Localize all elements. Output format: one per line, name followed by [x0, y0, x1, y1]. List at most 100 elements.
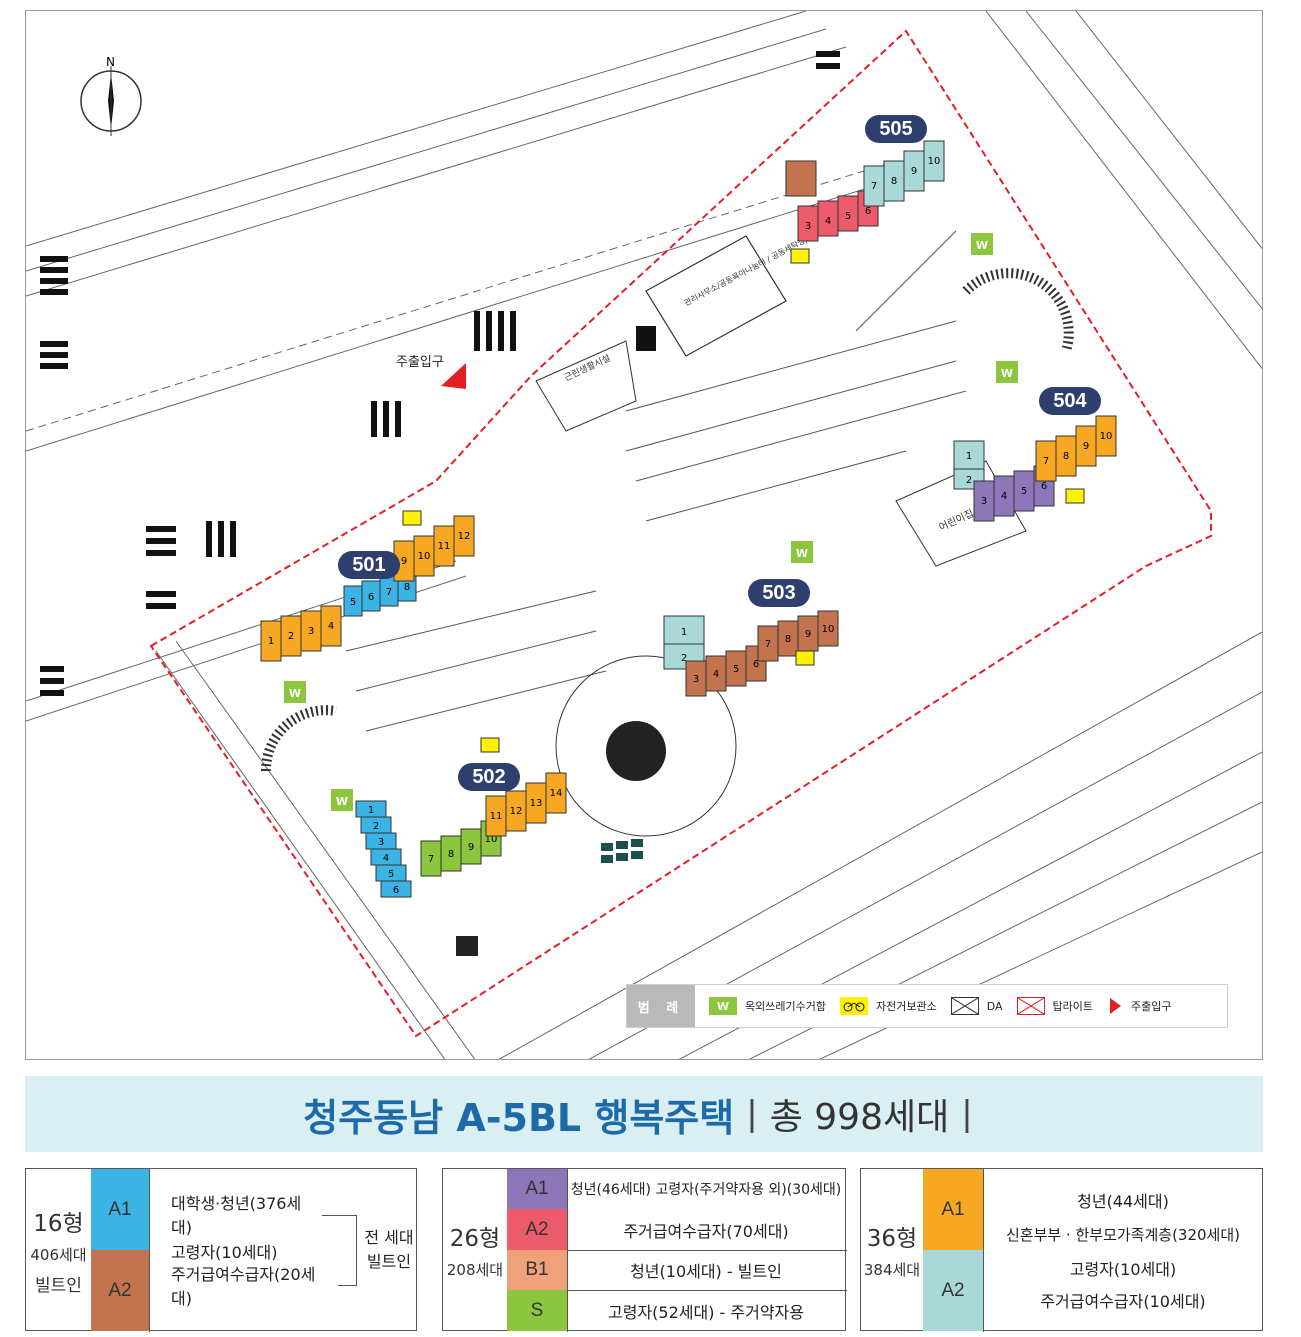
building-tag-502: 502 [458, 763, 520, 791]
waste-markers: W W W W W [284, 233, 1018, 811]
legend-label: 자전거보관소 [875, 1000, 937, 1013]
title-separator: | [746, 1094, 758, 1134]
svg-text:W: W [796, 547, 808, 560]
svg-text:3: 3 [805, 221, 811, 232]
building-502-units: 1 2 3 4 5 6 7 8 9 10 11 12 13 14 [355, 772, 567, 898]
svg-text:4: 4 [713, 669, 719, 680]
unit-size: 26형 [449, 1226, 501, 1252]
svg-text:7: 7 [386, 587, 392, 598]
svg-text:2: 2 [681, 653, 687, 664]
svg-text:8: 8 [891, 176, 897, 187]
title-banner: 청주동남 A-5BL 행복주택 | 총 998세대 | [25, 1076, 1263, 1152]
building-tag-504: 504 [1039, 387, 1101, 415]
bicycle-markers [402, 248, 1085, 753]
legend-label: 옥외쓰레기수거함 [745, 1000, 826, 1013]
svg-text:3: 3 [378, 837, 384, 848]
svg-text:10: 10 [418, 551, 431, 562]
svg-text:5: 5 [1021, 486, 1027, 497]
unit-type-36-table: 36형 384세대 A1 A2 청년(44세대) 신혼부부 · 한부모가족계층(… [860, 1168, 1263, 1332]
total-households: 총 998세대 [769, 1097, 950, 1138]
svg-text:10: 10 [822, 624, 835, 635]
legend-label: DA [986, 999, 1003, 1013]
unit-size: 16형 [33, 1210, 84, 1237]
svg-text:1: 1 [966, 451, 972, 462]
svg-text:8: 8 [1063, 451, 1069, 462]
building-504-units: 1 2 3 4 5 6 7 8 9 10 [953, 415, 1117, 522]
svg-text:5: 5 [388, 869, 394, 880]
building-tag-505: 505 [865, 115, 927, 143]
svg-text:12: 12 [458, 531, 471, 542]
unit-type-26: 26형 208세대 [443, 1169, 507, 1330]
svg-text:11: 11 [438, 541, 451, 552]
svg-text:12: 12 [510, 806, 523, 817]
legend-item-waste: W 옥외쓰레기수거함 [709, 997, 826, 1015]
row-desc: 고령자(10세대) [171, 1243, 278, 1262]
svg-text:5: 5 [733, 664, 739, 675]
svg-text:7: 7 [765, 639, 771, 650]
row-desc: 청년(44세대) [1077, 1192, 1169, 1211]
legend-label: 주출입구 [1131, 1000, 1172, 1013]
svg-text:11: 11 [490, 811, 503, 822]
svg-text:7: 7 [1043, 456, 1049, 467]
svg-text:2: 2 [288, 631, 294, 642]
legend-item-da: DA [950, 997, 1003, 1015]
svg-text:5: 5 [350, 597, 356, 608]
parking-rows [345, 230, 967, 732]
title-separator: | [961, 1094, 973, 1134]
svg-text:6: 6 [368, 592, 374, 603]
svg-text:6: 6 [865, 206, 871, 217]
site-plan-drawing: 관리사무소/공동육아나눔터 / 공동세탁장/근로자 휴게실 근린생활시설 어린이… [26, 11, 1262, 1059]
toplight-icon [1016, 997, 1045, 1015]
unit-type-26-table: 26형 208세대 A1 A2 B1 S 청년(46세대) 고령자(주거약자용 … [442, 1168, 847, 1332]
svg-text:9: 9 [1083, 441, 1089, 452]
unit-type-16: 16형 406세대 빌트인 [26, 1169, 91, 1330]
site-plan-map: 관리사무소/공동육아나눔터 / 공동세탁장/근로자 휴게실 근린생활시설 어린이… [25, 10, 1263, 1060]
svg-text:7: 7 [871, 181, 877, 192]
code-a2: A2 [91, 1250, 149, 1331]
unit-type-36: 36형 384세대 [861, 1169, 923, 1330]
code-b1: B1 [507, 1250, 567, 1290]
svg-text:10: 10 [485, 834, 498, 845]
svg-text:2: 2 [966, 475, 972, 486]
row-desc: 청년(10세대) - 빌트인 [630, 1262, 782, 1281]
unit-type-16-table: 16형 406세대 빌트인 A1 A2 대학생·청년(376세대) 고령자(10… [25, 1168, 417, 1332]
svg-text:W: W [289, 687, 301, 700]
builtin-note: 전 세대 빌트인 [364, 1228, 414, 1271]
code-a2: A2 [923, 1250, 983, 1331]
unit-count: 406세대 [30, 1245, 87, 1264]
svg-text:1: 1 [681, 627, 687, 638]
entrance-arrow-icon [1107, 997, 1123, 1015]
waste-icon: W [709, 997, 737, 1015]
svg-text:6: 6 [393, 885, 399, 896]
svg-text:W: W [1001, 367, 1013, 380]
svg-text:7: 7 [428, 854, 434, 865]
legend-item-toplight: 탑라이트 [1016, 997, 1093, 1015]
site-boundary [149, 29, 1212, 1038]
code-a1: A1 [507, 1169, 567, 1209]
svg-text:9: 9 [401, 556, 407, 567]
da-icon [950, 997, 979, 1015]
row-desc: 신혼부부 · 한부모가족계층(320세대) [1005, 1225, 1241, 1244]
svg-text:6: 6 [1041, 481, 1047, 492]
svg-text:1: 1 [268, 636, 274, 647]
svg-text:W: W [976, 239, 988, 252]
legend-item-bicycle: 자전거보관소 [839, 997, 937, 1015]
building-tag-501: 501 [338, 551, 400, 579]
legend-title: 범 례 [627, 985, 695, 1027]
building-505-units: 3 4 5 6 7 8 9 10 [785, 140, 945, 242]
svg-text:4: 4 [1001, 491, 1007, 502]
row-desc: 대학생·청년(376세대) [171, 1194, 302, 1237]
legend-item-entrance: 주출입구 [1107, 997, 1171, 1015]
unit-note: 빌트인 [35, 1275, 82, 1296]
bicycle-icon [839, 997, 868, 1015]
row-desc: 주거급여수급자(70세대) [623, 1221, 789, 1241]
svg-text:4: 4 [328, 621, 334, 632]
svg-text:10: 10 [1100, 431, 1113, 442]
svg-text:W: W [336, 795, 348, 808]
unit-size: 36형 [866, 1226, 918, 1252]
legend-label: 탑라이트 [1052, 1000, 1093, 1013]
svg-text:6: 6 [753, 659, 759, 670]
svg-text:5: 5 [845, 211, 851, 222]
svg-text:9: 9 [805, 629, 811, 640]
building-501-units: 1 2 3 4 5 6 7 8 9 10 11 12 [260, 515, 475, 662]
